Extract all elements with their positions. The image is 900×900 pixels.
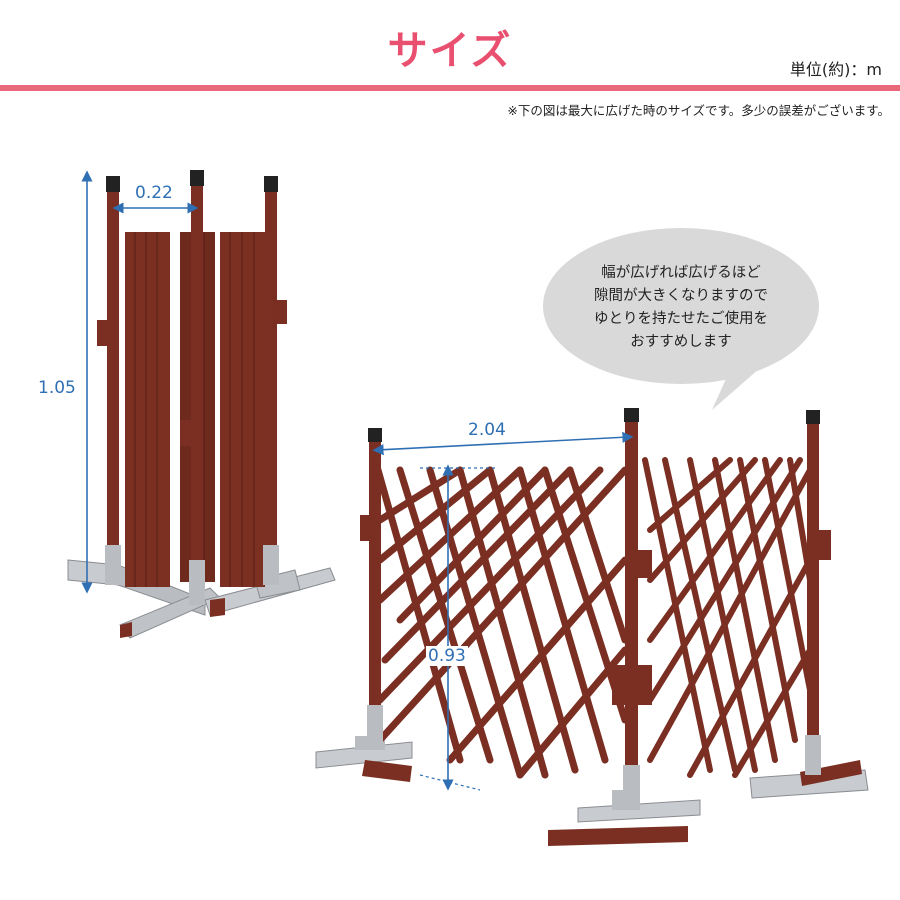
folded-gate-image: [67, 170, 336, 639]
extended-gate-image: [315, 408, 869, 846]
speech-bubble: [543, 228, 819, 410]
header-divider: [0, 85, 900, 91]
page-title: サイズ: [387, 28, 513, 74]
gate-height-label: 0.93: [426, 646, 468, 666]
bubble-line: 幅が広げれば広げるほど: [601, 265, 761, 281]
dim-guide-bottom: [419, 774, 481, 791]
bubble-line: ゆとりを持たせたご使用を: [594, 311, 768, 327]
height-label: 1.05: [38, 378, 76, 398]
bubble-message: 幅が広げれば広げるほど 隙間が大きくなりますので ゆとりを持たせたご使用を おす…: [555, 262, 807, 354]
unit-label: 単位(約)：m: [789, 60, 882, 79]
closed-width-label: 0.22: [135, 183, 173, 203]
size-note: ※下の図は最大に広げた時のサイズです。多少の誤差がございます。: [507, 103, 890, 118]
open-width-arrow: [372, 431, 634, 456]
bubble-line: おすすめします: [630, 334, 732, 350]
bubble-line: 隙間が大きくなりますので: [594, 288, 768, 304]
open-width-label: 2.04: [468, 420, 506, 440]
